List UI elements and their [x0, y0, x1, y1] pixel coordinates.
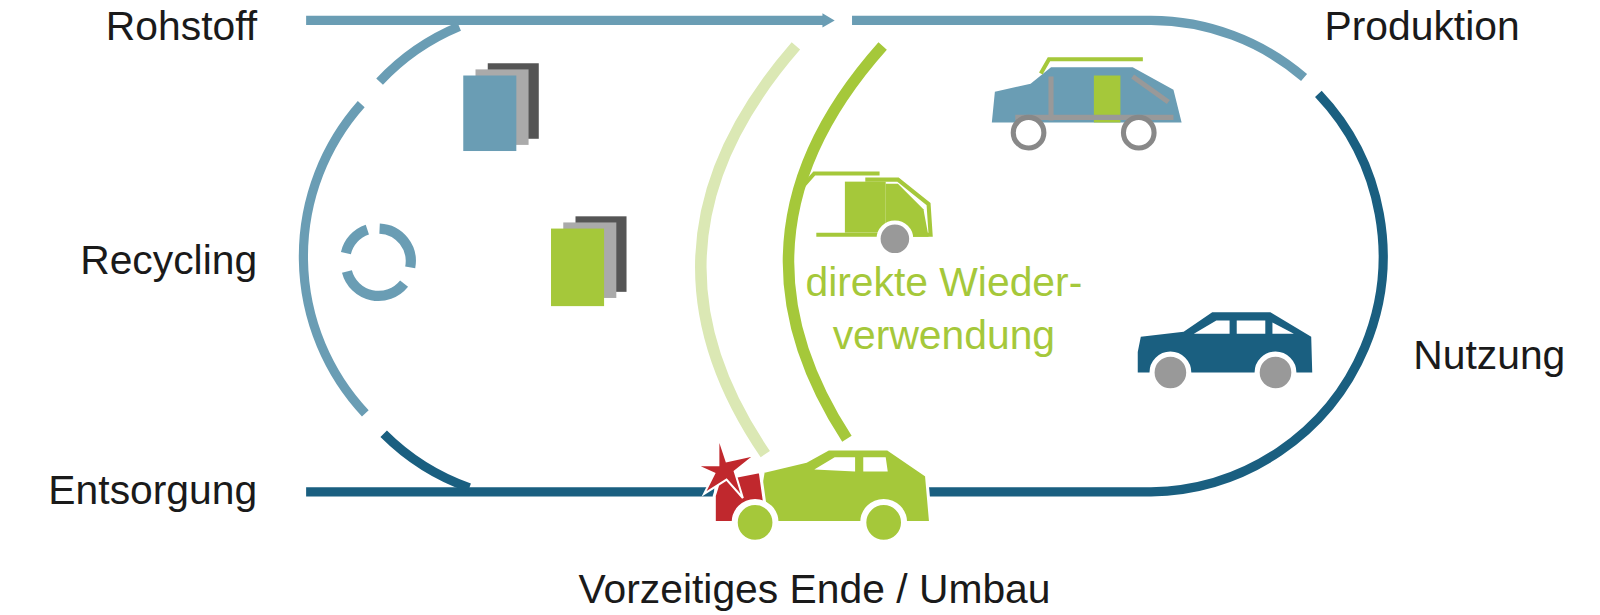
stage-label: Nutzung [1413, 332, 1565, 379]
stage-label: Entsorgung [48, 466, 257, 513]
path-label: direkte Wieder- verwendung [770, 255, 1117, 361]
stage-label: Rohstoff [106, 2, 257, 49]
stage-label: Produktion [1324, 2, 1519, 49]
stage-label: Recycling [80, 237, 257, 284]
stage-label: Vorzeitiges Ende / Umbau [579, 565, 1051, 612]
